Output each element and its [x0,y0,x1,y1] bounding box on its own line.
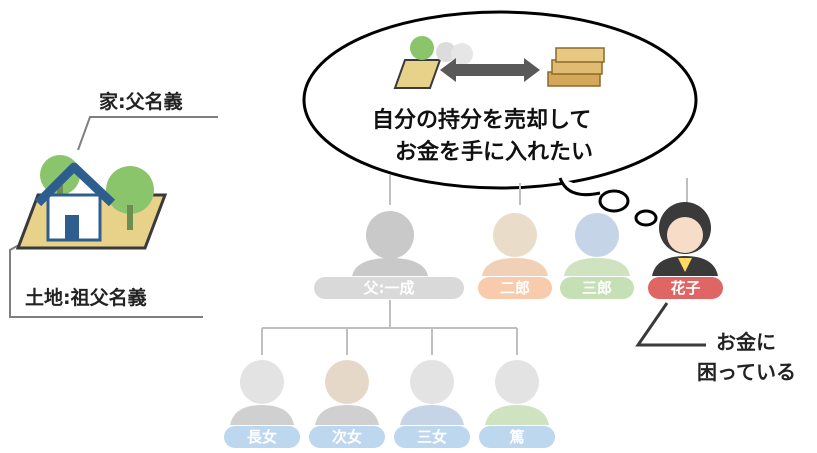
house-ownership-label: 家:父名義 [99,91,183,113]
hanako-callout-line [635,302,706,347]
person-icon-second-daughter [315,360,379,425]
thought-text-line1: 自分の持分を売却して [372,108,592,133]
money-stack-icon [547,47,605,87]
person-icon-third-daughter [400,360,464,425]
tree-icon [106,166,154,214]
land-mini-icon [393,59,442,89]
name-tag-second-son: 二郎 [478,277,552,299]
property-illustration [15,155,168,250]
person-icon-atsushi [485,360,549,425]
name-tag-eldest-daughter: 長女 [224,426,300,448]
name-tag-second-daughter: 次女 [309,426,385,448]
person-icon-second-son [482,213,548,276]
callout-text-line1: お金に [716,330,776,354]
person-icon-hanako [652,202,718,276]
land-ownership-label: 土地:祖父名義 [25,287,147,309]
name-tag-atsushi: 篤 [479,426,555,448]
name-tag-father: 父:一成 [314,277,464,299]
tree-icon [410,36,434,60]
person-icon-third-son [564,213,630,276]
double-arrow-icon [440,58,540,82]
name-tag-third-son: 三郎 [560,277,634,299]
thought-text-line2: お金を手に入れたい [395,140,594,165]
callout-text-line2: 困っている [697,360,796,384]
name-tag-hanako: 花子 [648,277,723,299]
name-tag-third-daughter: 三女 [394,426,470,448]
thought-bubble [302,10,698,227]
family-tree-lines [261,175,688,355]
person-icon-father [352,211,428,276]
person-icon-eldest-daughter [230,360,294,425]
